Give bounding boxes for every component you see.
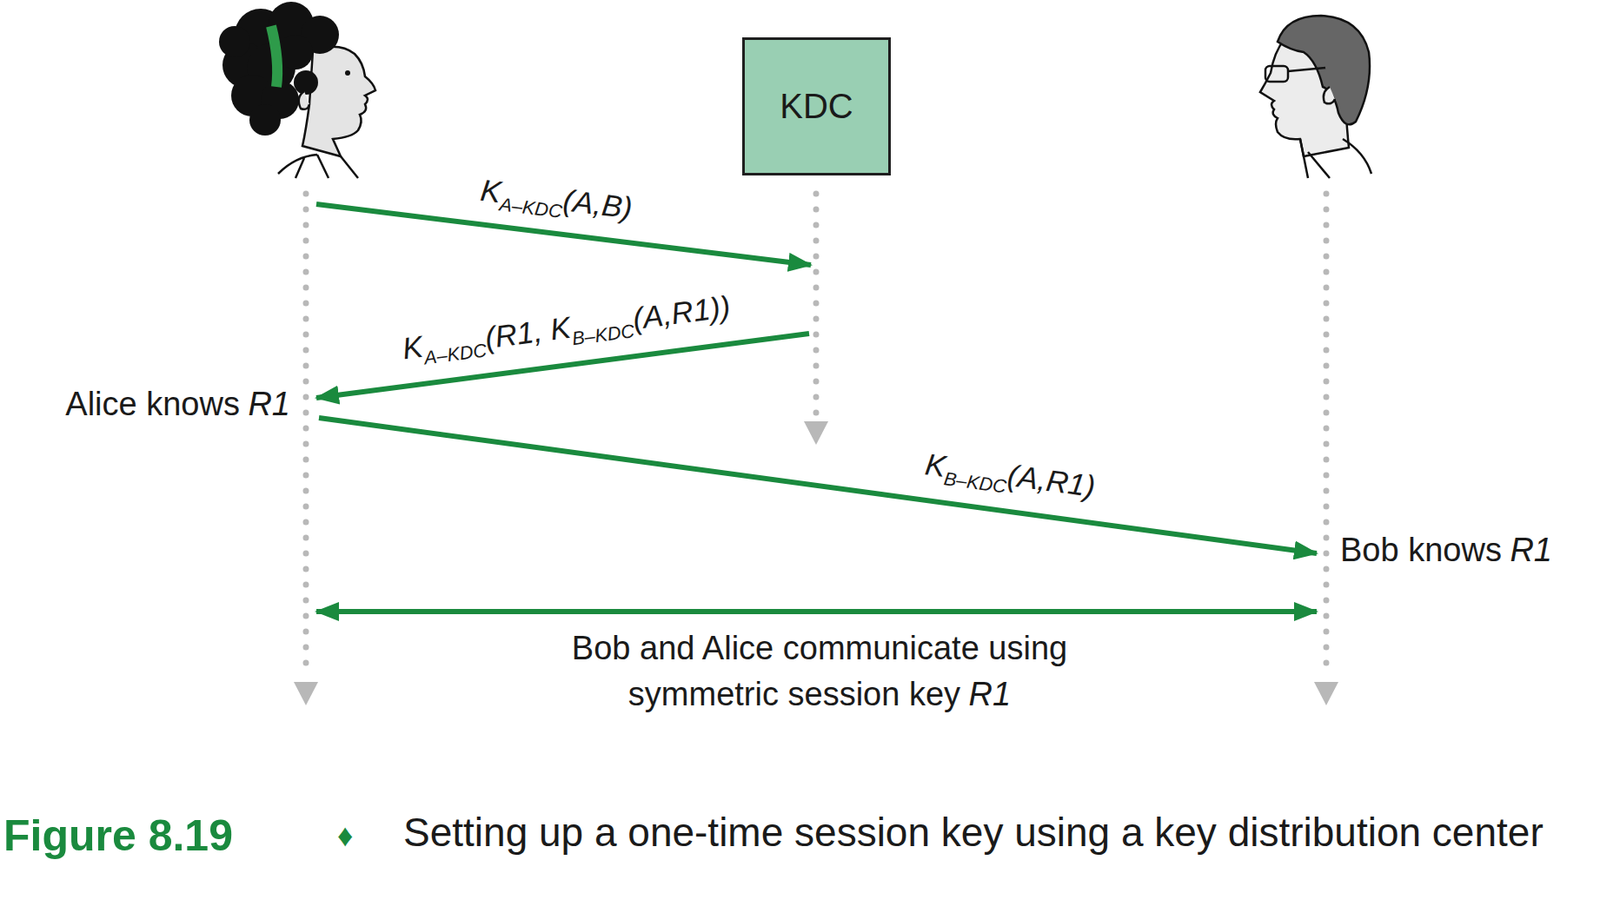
state-note: Alice knowsR1 <box>65 385 291 425</box>
key-subscript: A–KDC <box>422 338 488 369</box>
key-subscript: B–KDC <box>942 467 1009 498</box>
kdc-box: KDC <box>742 37 891 176</box>
figure-caption: Setting up a one-time session key using … <box>403 809 1594 857</box>
state-note: Alice knows <box>65 385 240 423</box>
message-arrows <box>316 204 1317 612</box>
state-note: Bob knowsR1 <box>1340 531 1553 571</box>
key-name: R1 <box>1509 531 1553 569</box>
caption-bullet: ♦ <box>337 817 353 854</box>
message-text: (A,B) <box>561 182 635 225</box>
message-label: KA–KDC(R1, KB–KDC(A,R1)) <box>400 288 734 372</box>
caption-bullet: ♦ <box>337 816 353 855</box>
key-name: R1 <box>247 385 291 423</box>
session-note: Bob and Alice communicate using symmetri… <box>532 625 1107 718</box>
message-text: (R1, K <box>483 310 573 355</box>
key-subscript: B–KDC <box>570 319 637 350</box>
figure-number: Figure 8.19 <box>3 811 233 861</box>
message-text: (A,R1) <box>1005 458 1097 504</box>
key-subscript: A–KDC <box>497 192 564 223</box>
bob-figure <box>1260 15 1372 179</box>
message-label: KA–KDC(A,B) <box>478 172 635 233</box>
alice-figure <box>219 1 376 179</box>
key-name: R1 <box>969 676 1012 713</box>
lifelines <box>305 193 1327 678</box>
message-label: KB–KDC(A,R1) <box>922 445 1097 511</box>
message-text: (A,R1)) <box>630 289 733 336</box>
message-text: K <box>400 329 425 366</box>
box-label: KDC <box>779 86 853 127</box>
figure-caption: Setting up a one-time session key using … <box>403 809 1544 856</box>
figure-number: Figure 8.19 <box>3 809 233 863</box>
state-note: Bob knows <box>1340 531 1502 569</box>
